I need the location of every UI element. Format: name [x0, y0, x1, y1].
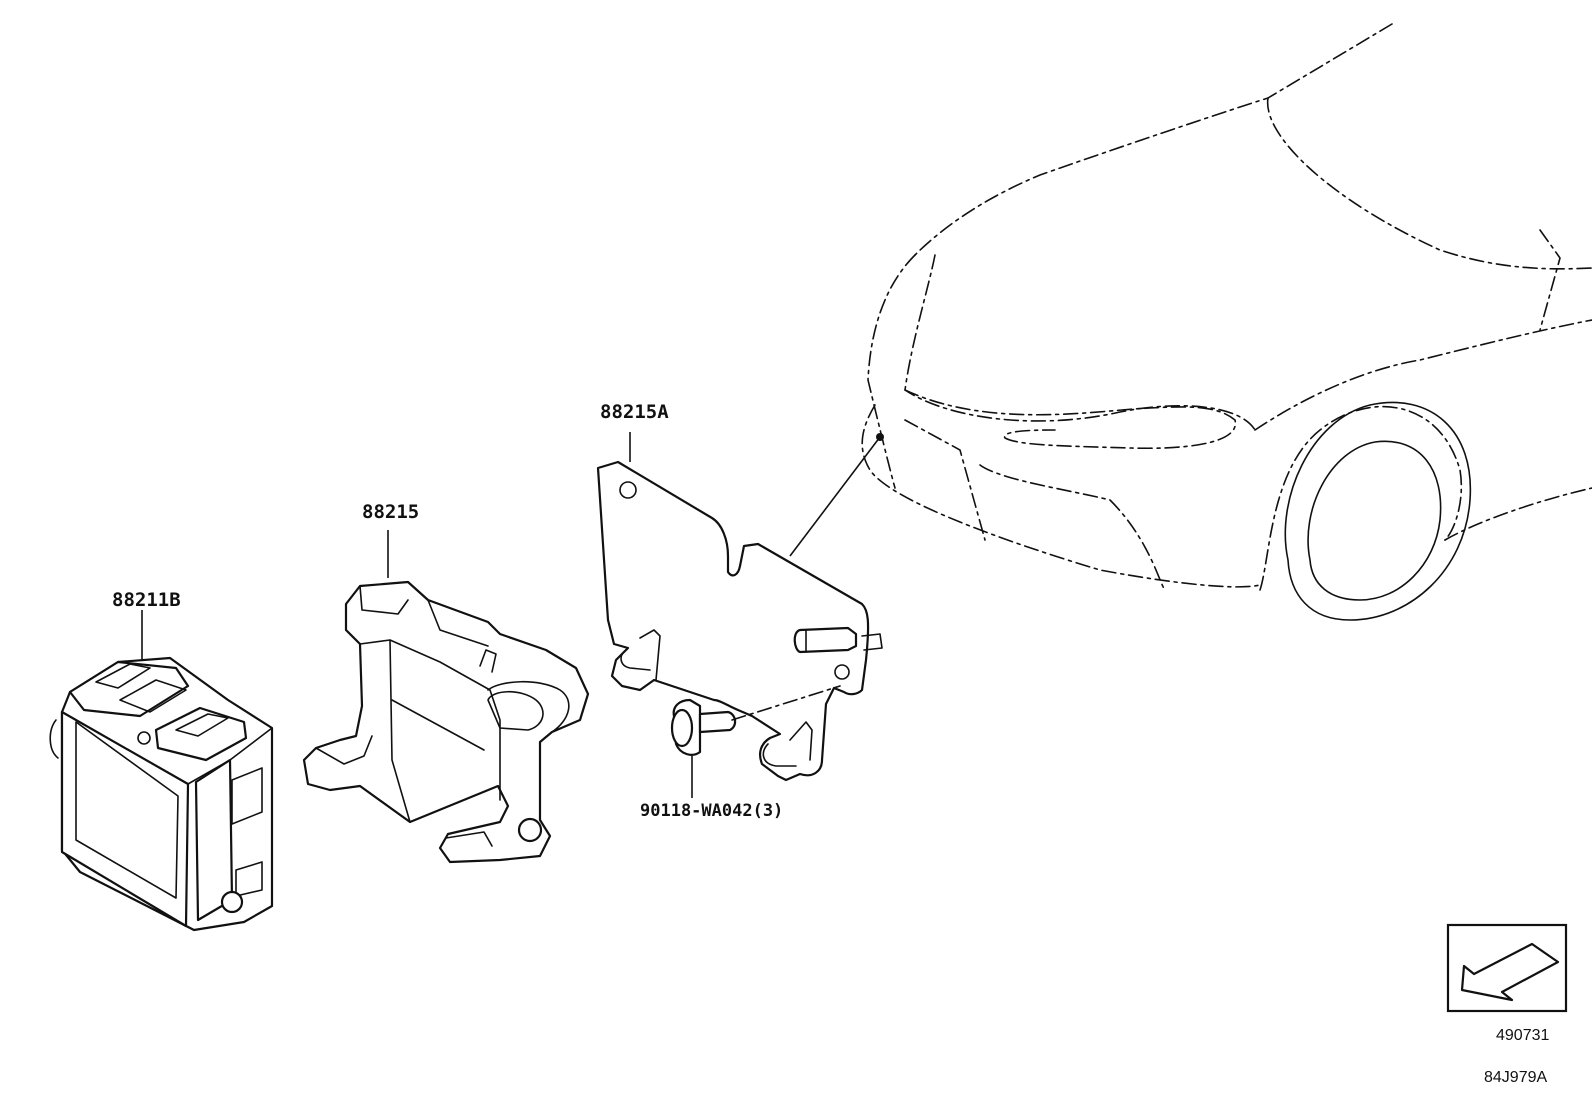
part-label-ecu: 88211B: [112, 589, 181, 611]
figure-code: 84J979A: [1484, 1069, 1547, 1086]
vehicle-front-outline: [861, 23, 1592, 621]
bolt-drawing: [670, 685, 841, 756]
part-label-bracket: 88215: [362, 501, 419, 523]
part-label-mount-plate: 88215A: [600, 401, 669, 423]
view-direction-arrow-icon: [1446, 923, 1568, 1013]
mount-plate-drawing: [596, 460, 883, 782]
ecu-module-drawing: [49, 656, 274, 932]
part-label-bolt: 90118-WA042(3): [640, 801, 783, 821]
sensor-leader-line: [789, 436, 881, 557]
bracket-drawing: [302, 580, 590, 864]
view-indicator-code: 490731: [1496, 1027, 1549, 1044]
